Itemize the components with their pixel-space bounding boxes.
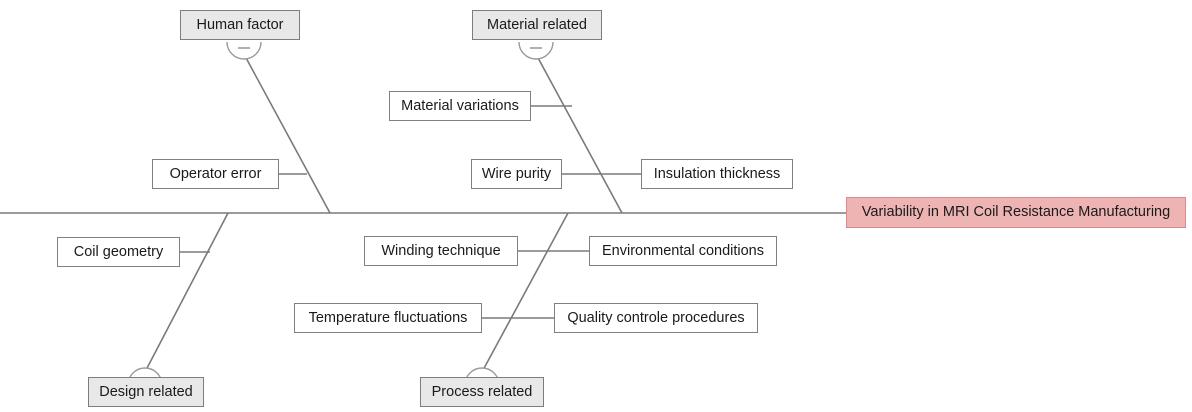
cause-box-environmental-conditions[interactable]: Environmental conditions <box>589 236 777 266</box>
cause-label-wire-purity: Wire purity <box>481 165 552 182</box>
collapse-arc-material-related <box>518 41 554 60</box>
category-box-process-related[interactable]: Process related <box>420 377 544 407</box>
cause-box-operator-error[interactable]: Operator error <box>152 159 279 189</box>
cause-box-quality-controle-procedures[interactable]: Quality controle procedures <box>554 303 758 333</box>
category-label-design-related: Design related <box>99 383 193 400</box>
cause-box-winding-technique[interactable]: Winding technique <box>364 236 518 266</box>
category-box-design-related[interactable]: Design related <box>88 377 204 407</box>
cause-label-material-variations: Material variations <box>401 97 519 114</box>
cause-box-insulation-thickness[interactable]: Insulation thickness <box>641 159 793 189</box>
cause-label-coil-geometry: Coil geometry <box>73 243 164 260</box>
category-label-material-related: Material related <box>487 16 587 33</box>
cause-box-wire-purity[interactable]: Wire purity <box>471 159 562 189</box>
category-box-material-related[interactable]: Material related <box>472 10 602 40</box>
effect-box[interactable]: Variability in MRI Coil Resistance Manuf… <box>846 197 1186 228</box>
cause-box-coil-geometry[interactable]: Coil geometry <box>57 237 180 267</box>
rib-material-related <box>536 55 623 214</box>
rib-human-factor <box>244 55 331 214</box>
cause-box-material-variations[interactable]: Material variations <box>389 91 531 121</box>
cause-label-temperature-fluctuations: Temperature fluctuations <box>308 309 468 326</box>
collapse-arc-human-factor <box>226 41 262 60</box>
cause-label-operator-error: Operator error <box>169 165 262 182</box>
cause-label-insulation-thickness: Insulation thickness <box>653 165 781 182</box>
effect-label: Variability in MRI Coil Resistance Manuf… <box>861 204 1171 221</box>
cause-box-temperature-fluctuations[interactable]: Temperature fluctuations <box>294 303 482 333</box>
cause-label-winding-technique: Winding technique <box>381 242 501 259</box>
category-label-human-factor: Human factor <box>196 16 284 33</box>
cause-label-environmental-conditions: Environmental conditions <box>601 242 764 259</box>
category-box-human-factor[interactable]: Human factor <box>180 10 300 40</box>
category-label-process-related: Process related <box>431 383 533 400</box>
cause-label-quality-controle-procedures: Quality controle procedures <box>567 309 745 326</box>
